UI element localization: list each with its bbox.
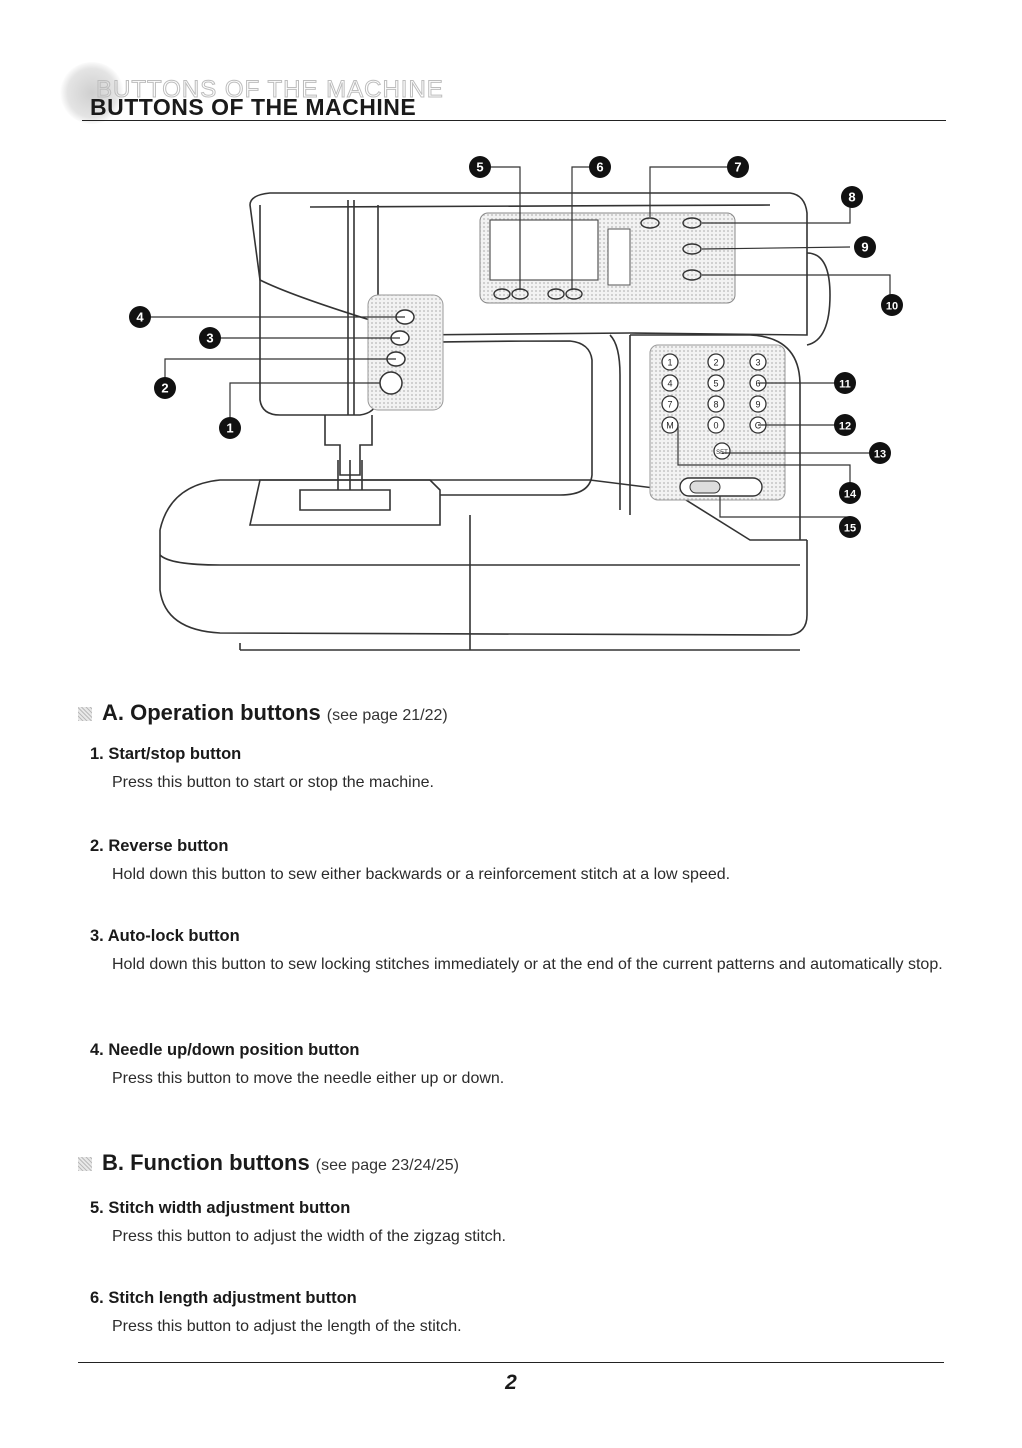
callout-6: 6: [589, 156, 611, 178]
section-title: A. Operation buttons: [102, 700, 321, 725]
section-title: B. Function buttons: [102, 1150, 310, 1175]
keypad-key-0: 0: [707, 416, 725, 434]
keypad-key-5: 5: [707, 374, 725, 392]
keypad-key-2: 2: [707, 353, 725, 371]
svg-text:4: 4: [136, 310, 144, 325]
svg-text:14: 14: [844, 489, 857, 501]
svg-text:1: 1: [667, 358, 672, 368]
item-description: Hold down this button to sew locking sti…: [112, 956, 943, 973]
item-stitch-length: 6. Stitch length adjustment button Press…: [90, 1289, 950, 1337]
keypad-key-3: 3: [749, 353, 767, 371]
svg-text:M: M: [666, 421, 674, 431]
svg-text:2: 2: [161, 381, 168, 396]
item-reverse: 2. Reverse button Hold down this button …: [90, 837, 950, 885]
top-panel-buttons: [493, 217, 702, 300]
svg-text:1: 1: [226, 421, 233, 436]
callout-4: 4: [129, 306, 151, 328]
svg-text:15: 15: [844, 523, 856, 535]
item-needle-position: 4. Needle up/down position button Press …: [90, 1041, 950, 1089]
page-title: BUTTONS OF THE MACHINE: [90, 94, 417, 120]
panel-logo-mark: [607, 228, 631, 286]
item-description: Press this button to adjust the width of…: [112, 1228, 506, 1245]
svg-text:8: 8: [848, 190, 855, 205]
keypad-key-9: 9: [749, 395, 767, 413]
svg-text:6: 6: [596, 160, 603, 175]
page-header: BUTTONS OF THE MACHINE BUTTONS OF THE MA…: [60, 60, 946, 124]
item-start-stop: 1. Start/stop button Press this button t…: [90, 745, 950, 793]
lcd-display: [489, 219, 599, 281]
section-page-reference: (see page 23/24/25): [315, 1157, 459, 1174]
svg-text:11: 11: [839, 379, 851, 391]
svg-text:7: 7: [667, 400, 672, 410]
svg-text:13: 13: [874, 449, 886, 461]
callout-10: 10: [881, 294, 903, 316]
svg-text:8: 8: [713, 400, 718, 410]
item-title: 2. Reverse button: [90, 837, 229, 855]
callout-12: 12: [834, 414, 856, 436]
keypad-key-1: 1: [661, 353, 679, 371]
callout-15: 15: [839, 516, 861, 538]
header-title-shadow: BUTTONS OF THE MACHINE: [96, 76, 444, 104]
keypad-key-8: 8: [707, 395, 725, 413]
callout-3: 3: [199, 327, 221, 349]
svg-text:5: 5: [713, 379, 718, 389]
keypad-key-set: SET: [713, 442, 731, 460]
callout-11: 11: [834, 372, 856, 394]
svg-text:3: 3: [206, 331, 213, 346]
callout-13: 13: [869, 442, 891, 464]
machine-outline: [159, 192, 831, 651]
keypad-key-7: 7: [661, 395, 679, 413]
page-number: 2: [505, 1371, 517, 1394]
svg-text:2: 2: [713, 358, 718, 368]
svg-text:4: 4: [667, 379, 672, 389]
item-stitch-width: 5. Stitch width adjustment button Press …: [90, 1199, 950, 1247]
item-description: Hold down this button to sew either back…: [112, 866, 731, 883]
callout-1: 1: [219, 417, 241, 439]
item-auto-lock: 3. Auto-lock button Hold down this butto…: [90, 927, 950, 975]
svg-text:0: 0: [713, 421, 718, 431]
footer-divider: [78, 1362, 944, 1363]
header-decoration: [60, 62, 124, 124]
section-bullet-icon: [78, 1157, 92, 1171]
keypad-key-M: M: [661, 416, 679, 434]
callout-5: 5: [469, 156, 491, 178]
item-description: Press this button to move the needle eit…: [112, 1070, 505, 1087]
svg-text:5: 5: [476, 160, 483, 175]
callout-14: 14: [839, 482, 861, 504]
item-description: Press this button to adjust the length o…: [112, 1318, 462, 1335]
item-description: Press this button to start or stop the m…: [112, 774, 434, 791]
section-function-heading: B. Function buttons (see page 23/24/25): [78, 1150, 459, 1176]
svg-text:12: 12: [839, 421, 851, 433]
callout-7: 7: [727, 156, 749, 178]
item-title: 4. Needle up/down position button: [90, 1041, 360, 1059]
keypad-key-4: 4: [661, 374, 679, 392]
speed-slider-knob: [689, 480, 721, 494]
item-title: 5. Stitch width adjustment button: [90, 1199, 351, 1217]
item-title: 6. Stitch length adjustment button: [90, 1289, 357, 1307]
svg-text:9: 9: [755, 400, 760, 410]
svg-text:9: 9: [861, 240, 868, 255]
callout-8: 8: [841, 186, 863, 208]
callout-2: 2: [154, 377, 176, 399]
section-page-reference: (see page 21/22): [326, 707, 448, 724]
svg-text:3: 3: [755, 358, 760, 368]
svg-text:7: 7: [734, 160, 741, 175]
header-divider: [82, 120, 946, 121]
item-title: 1. Start/stop button: [90, 745, 242, 763]
item-title: 3. Auto-lock button: [90, 927, 240, 945]
section-bullet-icon: [78, 707, 92, 721]
section-operation-heading: A. Operation buttons (see page 21/22): [78, 700, 448, 726]
svg-text:10: 10: [886, 301, 898, 313]
callout-9: 9: [854, 236, 876, 258]
